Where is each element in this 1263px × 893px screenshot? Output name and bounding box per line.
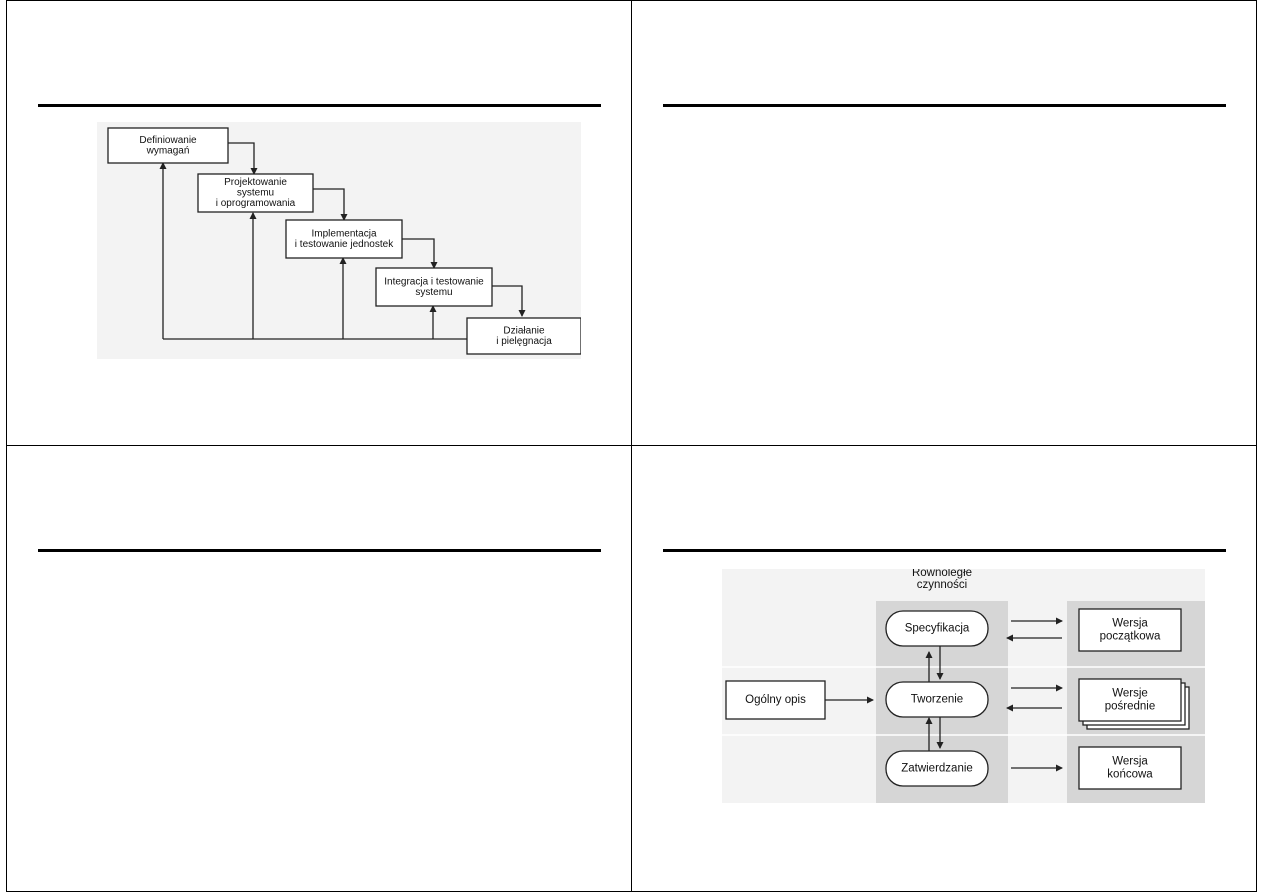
activity-label: Specyfikacja <box>905 623 970 635</box>
phase-box-operation <box>466 317 582 355</box>
vertical-divider <box>631 0 632 892</box>
activity-label: Tworzenie <box>911 694 963 706</box>
arrow-design-to-implementation <box>313 188 348 221</box>
arrow-integration-to-operation <box>492 285 526 317</box>
phase-label: i testowanie jednostek <box>295 239 394 250</box>
phase-label: wymagań <box>146 145 190 156</box>
title-rule <box>38 549 601 552</box>
activity-validation <box>885 750 989 787</box>
title-rule <box>663 549 1226 552</box>
version-label: początkowa <box>1100 631 1161 643</box>
phase-label: Implementacja <box>311 228 376 239</box>
phase-label: systemu <box>415 287 452 298</box>
version-box-final <box>1078 746 1182 790</box>
version-label: pośrednie <box>1105 701 1156 713</box>
phase-label: Działanie <box>503 325 545 336</box>
outline-label: Ogólny opis <box>745 694 806 706</box>
phase-label: i pielęgnacja <box>496 336 552 347</box>
phase-label: Definiowanie <box>139 135 197 146</box>
version-label: końcowa <box>1107 769 1153 781</box>
slide-empty-top-right <box>632 1 1256 445</box>
phase-label: i oprogramowania <box>216 198 296 209</box>
activity-label: Zatwierdzanie <box>901 763 973 775</box>
outer-border-left <box>6 0 7 892</box>
version-label: Wersja <box>1112 756 1148 768</box>
horizontal-divider <box>6 445 1257 446</box>
outline-box <box>725 680 826 720</box>
activity-development <box>885 681 989 718</box>
version-label: Wersja <box>1112 618 1148 630</box>
title-rule <box>663 104 1226 107</box>
phase-label: systemu <box>237 188 274 199</box>
parallel-activities-header: Równoległe <box>912 569 972 579</box>
arrow-requirements-to-design <box>228 142 258 175</box>
title-rule <box>38 104 601 107</box>
waterfall-diagram: DefiniowaniewymagańProjektowaniesystemui… <box>107 127 582 355</box>
version-box-initial <box>1078 608 1182 652</box>
phase-box-implementation <box>285 219 403 259</box>
phase-box-design <box>197 173 314 213</box>
version-label: Wersje <box>1112 688 1148 700</box>
outer-border-right <box>1256 0 1257 892</box>
activity-specification <box>885 610 989 647</box>
phase-box-requirements <box>107 127 229 164</box>
phase-label: Integracja i testowanie <box>384 276 484 287</box>
phase-box-integration <box>375 267 493 307</box>
phase-label: Projektowanie <box>224 177 287 188</box>
version-box-intermediate <box>1078 678 1182 722</box>
parallel-activities-header: czynności <box>917 579 968 591</box>
arrow-implementation-to-integration <box>402 238 438 269</box>
slide-empty-bottom-left <box>7 446 631 891</box>
